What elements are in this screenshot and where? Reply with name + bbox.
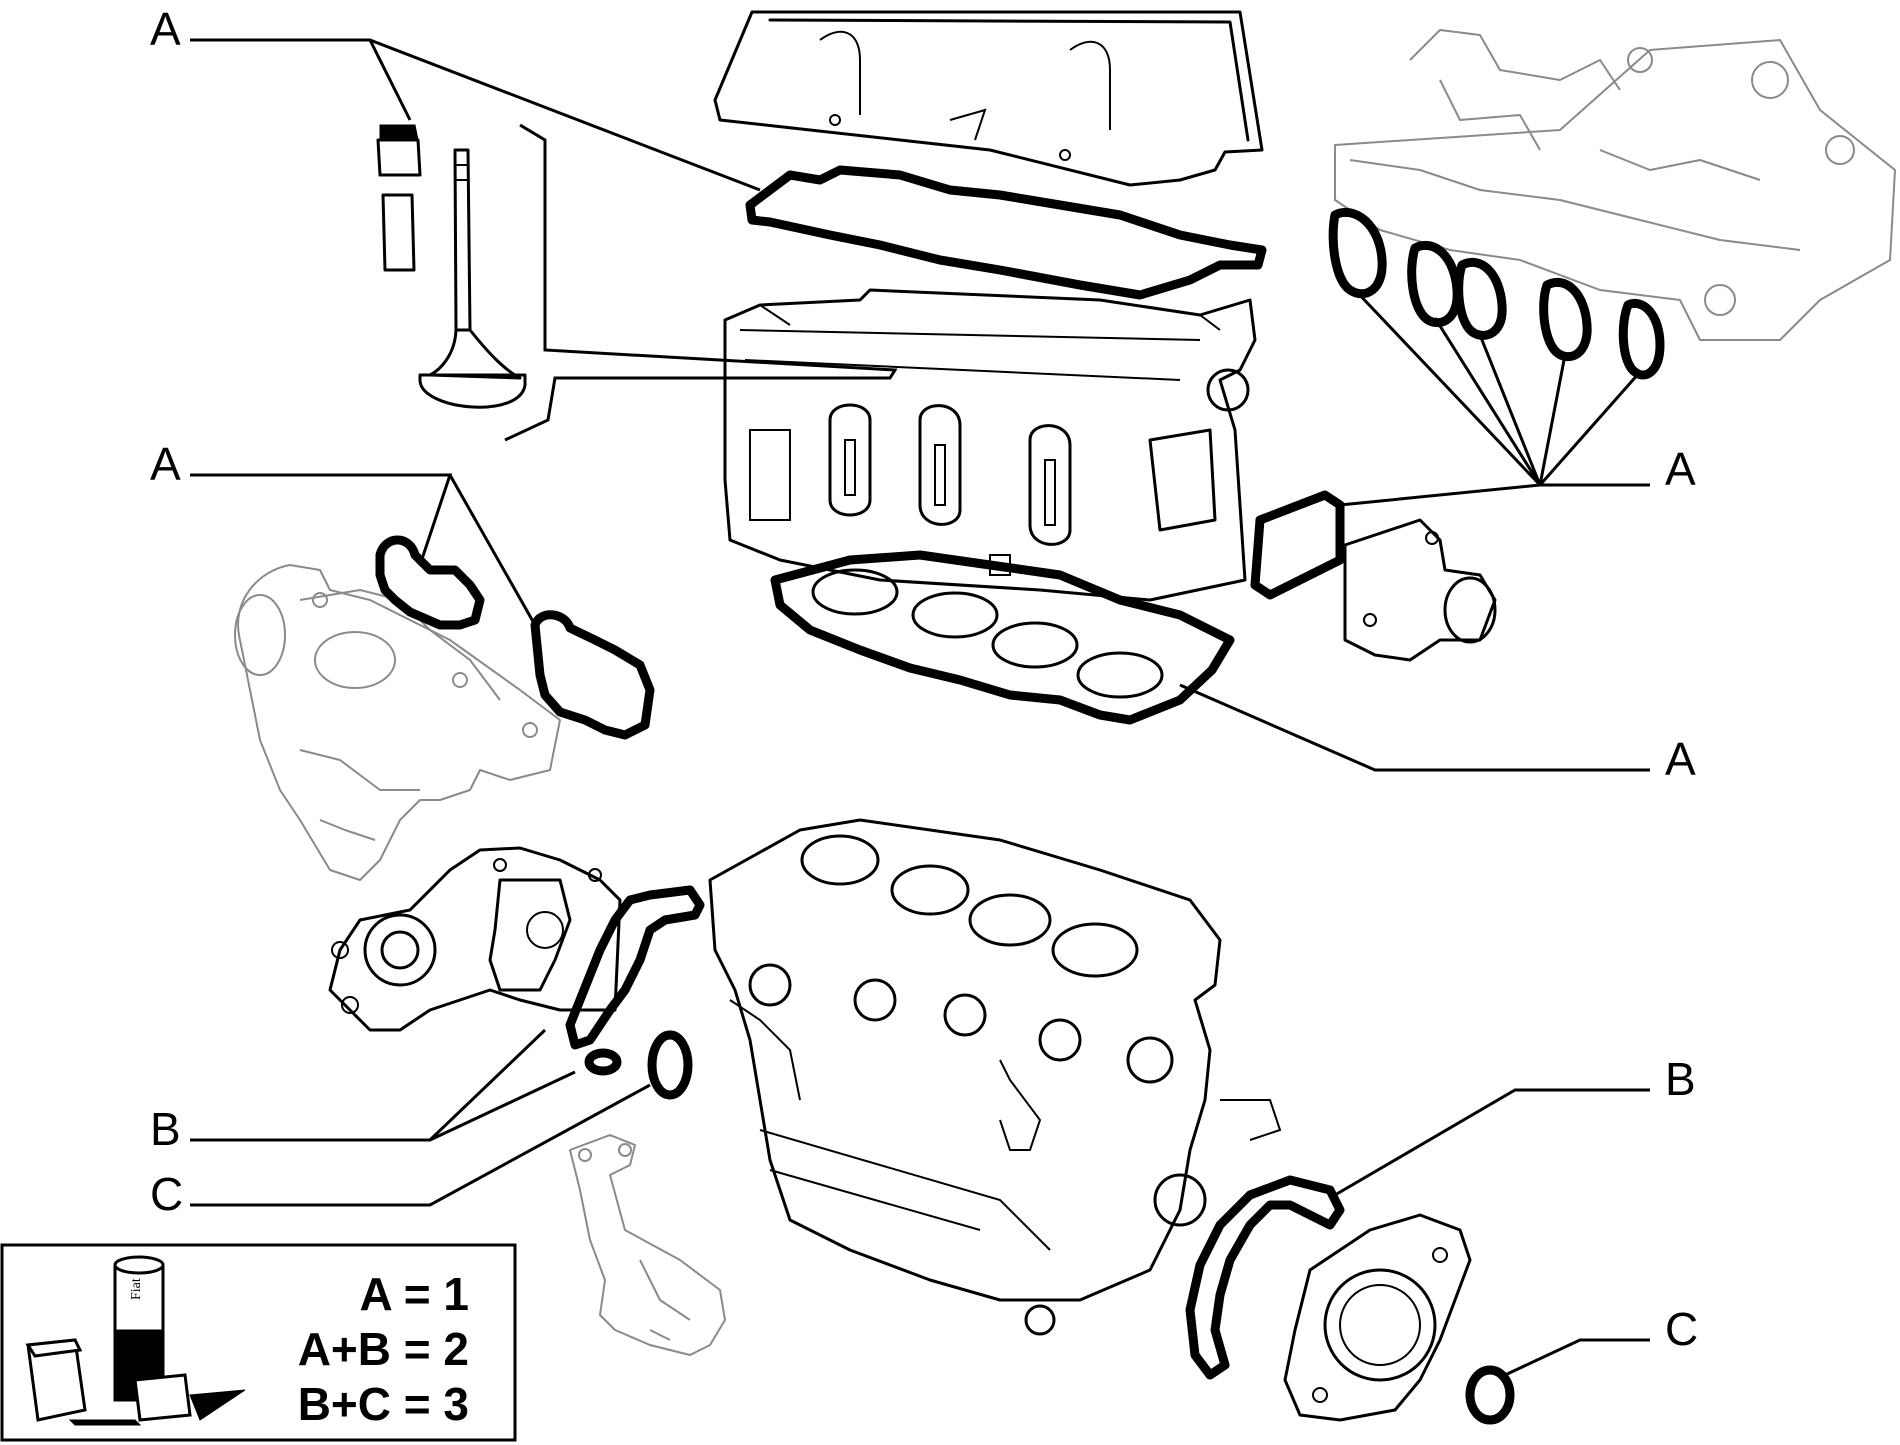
cylinder-head bbox=[723, 288, 1257, 602]
rear-seal bbox=[1465, 1365, 1515, 1425]
callout-a-head-gasket: A bbox=[1665, 733, 1696, 785]
exhaust-manifold bbox=[234, 564, 561, 881]
kit-package-icon: Fiat bbox=[25, 1255, 246, 1426]
kit-brand-text: Fiat bbox=[129, 1278, 144, 1300]
rear-seal-c-leader bbox=[1504, 1338, 1650, 1377]
oil-pump-small-seal bbox=[584, 1048, 622, 1076]
oil-pump bbox=[328, 846, 622, 1032]
valve-assembly bbox=[376, 124, 527, 409]
oil-pump-gasket bbox=[565, 885, 705, 1050]
callout-c-oil-pump: C bbox=[150, 1168, 183, 1220]
oil-pump-large-seal bbox=[647, 1030, 693, 1100]
callout-a-exhaust: A bbox=[150, 438, 181, 490]
callout-b-oil-pump: B bbox=[150, 1103, 181, 1155]
legend-line-bc: B+C = 3 bbox=[298, 1378, 469, 1430]
oil-pump-b-leader bbox=[190, 1028, 576, 1142]
oil-pickup bbox=[569, 1134, 726, 1356]
valve-cover-gasket bbox=[745, 165, 1267, 300]
valve-location-line bbox=[504, 123, 898, 442]
intake-manifold bbox=[1334, 29, 1896, 341]
legend-line-ab: A+B = 2 bbox=[298, 1323, 469, 1375]
intake-gaskets bbox=[1328, 207, 1665, 380]
legend-box: Fiat A = 1 A+B = 2 B+C = 3 bbox=[0, 1243, 517, 1442]
thermostat-gasket bbox=[1250, 490, 1345, 600]
valve-cover-gasket-leader bbox=[190, 38, 761, 192]
valve-cover bbox=[713, 10, 1264, 187]
rear-seal-carrier bbox=[1283, 1213, 1472, 1422]
rear-gasket-b-leader bbox=[1334, 1088, 1650, 1197]
head-gasket bbox=[770, 550, 1235, 725]
thermostat-housing bbox=[1343, 518, 1497, 662]
thermostat-gasket-leader bbox=[1339, 483, 1541, 507]
exhaust-gaskets-leader bbox=[190, 473, 537, 626]
callout-a-intake: A bbox=[1665, 443, 1696, 495]
callout-c-rear-seal: C bbox=[1665, 1303, 1698, 1355]
callout-a-valve-cover: A bbox=[150, 3, 181, 55]
engine-block bbox=[708, 818, 1282, 1336]
intake-gaskets-leader bbox=[1353, 288, 1650, 487]
exhaust-gaskets bbox=[375, 535, 655, 740]
callout-b-rear-cover: B bbox=[1665, 1053, 1696, 1105]
legend-line-a: A = 1 bbox=[359, 1268, 469, 1320]
rear-seal-gasket bbox=[1185, 1175, 1345, 1380]
oil-pump-c-leader bbox=[190, 1083, 651, 1207]
head-gasket-leader bbox=[1179, 683, 1650, 772]
